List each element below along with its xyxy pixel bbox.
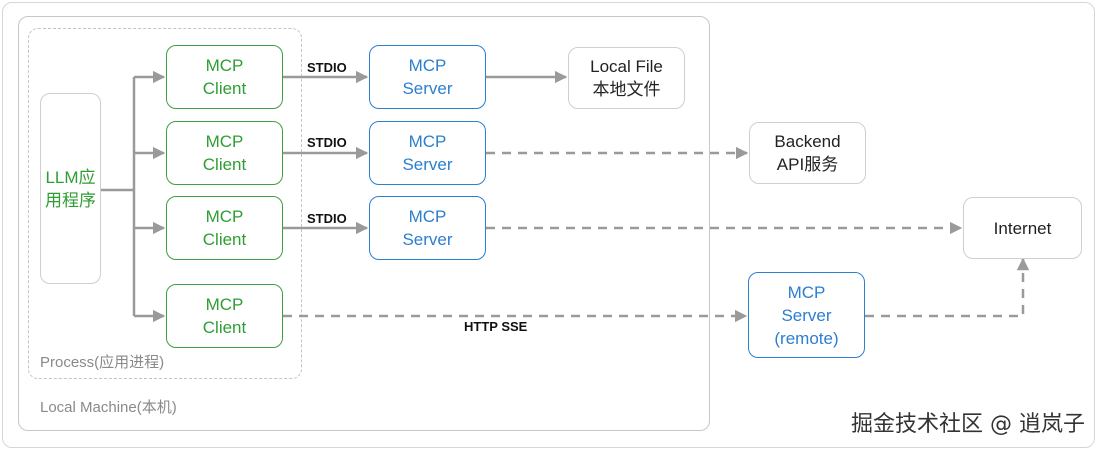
mcp-remote-server-node: MCP Server (remote) (748, 272, 865, 358)
llm-app-label-line2: 用程序 (45, 190, 96, 210)
local-machine-region (18, 16, 710, 431)
backend-api-node: Backend API服务 (749, 122, 866, 184)
llm-app-node: LLM应 用程序 (40, 93, 101, 284)
mcp-server-3-label-line1: MCP (408, 207, 447, 226)
mcp-client-1-label-line1: MCP (205, 56, 244, 75)
backend-api-label-line2: API服务 (776, 155, 839, 174)
mcp-client-2-label-line2: Client (202, 155, 247, 174)
arrow-remote-server-to-internet (865, 257, 1030, 318)
watermark: 掘金技术社区 @ 逍岚子 (851, 412, 1085, 437)
mcp-client-node-4: MCP Client (166, 284, 283, 348)
mcp-server-2-label-line1: MCP (408, 132, 447, 151)
mcp-server-1-label-line2: Server (402, 79, 453, 98)
mcp-client-2-label-line1: MCP (205, 132, 244, 151)
stdio-label-2: STDIO (307, 135, 347, 150)
mcp-client-4-label-line1: MCP (205, 295, 244, 314)
process-region (28, 28, 302, 379)
local-file-label-line1: Local File (590, 57, 663, 76)
internet-label: Internet (993, 218, 1052, 238)
process-label: Process(应用进程) (40, 354, 165, 371)
mcp-client-node-2: MCP Client (166, 121, 283, 185)
mcp-server-node-3: MCP Server (369, 196, 486, 260)
mcp-server-3-label-line2: Server (402, 230, 453, 249)
llm-app-label-line1: LLM应 (45, 167, 96, 187)
internet-node: Internet (963, 197, 1082, 259)
mcp-server-2-label-line2: Server (402, 155, 453, 174)
mcp-client-3-label-line1: MCP (205, 207, 244, 226)
mcp-client-node-3: MCP Client (166, 196, 283, 260)
http-sse-label: HTTP SSE (464, 319, 528, 334)
mcp-client-node-1: MCP Client (166, 45, 283, 109)
stdio-label-3: STDIO (307, 211, 347, 226)
remote-server-label-line2: Server (781, 305, 832, 325)
mcp-client-3-label-line2: Client (202, 230, 247, 249)
remote-server-label-line1: MCP (787, 282, 826, 302)
local-file-node: Local File 本地文件 (568, 47, 685, 109)
remote-server-label-line3: (remote) (774, 328, 839, 348)
mcp-server-node-2: MCP Server (369, 121, 486, 185)
mcp-server-node-1: MCP Server (369, 45, 486, 109)
backend-api-label-line1: Backend (774, 132, 841, 151)
mcp-client-1-label-line2: Client (202, 79, 247, 98)
mcp-client-4-label-line2: Client (202, 318, 247, 337)
local-file-label-line2: 本地文件 (592, 80, 661, 99)
stdio-label-1: STDIO (307, 60, 347, 75)
mcp-server-1-label-line1: MCP (408, 56, 447, 75)
local-machine-label: Local Machine(本机) (40, 399, 177, 416)
